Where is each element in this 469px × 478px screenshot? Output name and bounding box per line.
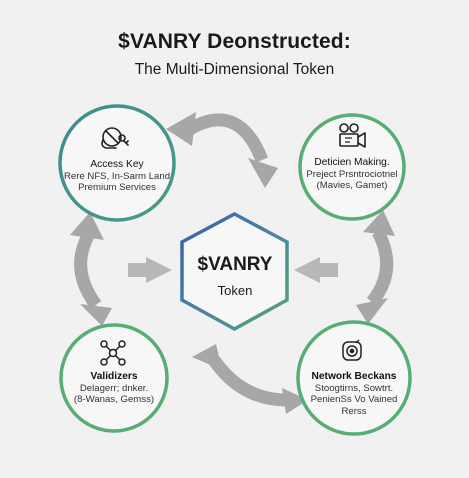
node-desc: (Mavies, Gamet)	[316, 180, 388, 191]
node-title: Deticien Making.	[314, 157, 390, 168]
arrowhead-bottom-right	[282, 388, 308, 414]
left-pointer-head	[146, 257, 172, 283]
node-desc: Rere NFS, In-Sarm Land	[63, 170, 171, 182]
node-desc: Stoogtirns, Sowtrt.	[314, 382, 394, 394]
shield-camera-icon	[342, 339, 362, 361]
arrow-right	[366, 228, 394, 307]
page-subtitle: The Multi-Dimensional Token	[134, 61, 335, 78]
node-validators: Validizers Delagerr; dnker. (8-Wanas, Ge…	[56, 371, 172, 406]
arrowhead-right-up	[363, 210, 395, 236]
node-circle-top-left	[58, 104, 176, 222]
node-circle-bottom-right	[296, 320, 412, 436]
center-token-type: Token	[217, 283, 253, 298]
arrowhead-left-down	[80, 304, 112, 326]
key-helmet-icon	[101, 127, 129, 149]
node-desc: Premium Services	[78, 182, 156, 193]
page-title: $VANRY Deonstructed:	[118, 30, 351, 53]
node-desc: Delagerr; dnker.	[79, 382, 149, 394]
node-desc: Preject Prsntrociotnel	[306, 168, 398, 180]
node-circle-bottom-left	[59, 323, 169, 433]
node-decision-making: Deticien Making. Preject Prsntrociotnel …	[292, 157, 412, 192]
right-pointer-stem	[320, 263, 338, 277]
center-token-label: $VANRY Token	[185, 254, 285, 298]
video-camera-icon	[339, 123, 366, 148]
node-title: Access Key	[90, 159, 144, 170]
arrow-heads	[70, 112, 395, 414]
arrowhead-bottom-left	[192, 344, 222, 370]
node-network-backbone: Network Beckans Stoogtirns, Sowtrt. Peni…	[296, 371, 412, 417]
node-access-key: Access Key Rere NFS, In-Sarm Land Premiu…	[57, 159, 177, 194]
node-title: Validizers	[90, 371, 138, 382]
node-desc: PenienSs Vo Vained	[310, 394, 398, 405]
center-hexagon	[180, 212, 289, 331]
network-nodes-icon	[100, 340, 126, 366]
center-token-name: $VANRY	[197, 254, 273, 275]
arrowhead-top-left	[166, 112, 196, 146]
node-title: Network Beckans	[311, 371, 397, 382]
right-pointer-head	[294, 257, 320, 283]
node-desc: Rerss	[341, 405, 367, 417]
arrow-bottom	[208, 356, 293, 407]
node-desc: (8-Wanas, Gemss)	[73, 394, 155, 405]
arrowhead-left-up	[70, 212, 104, 240]
arrowhead-top-right	[248, 158, 278, 188]
left-pointer-stem	[128, 263, 146, 277]
arrow-left	[74, 232, 102, 309]
node-circle-top-right	[298, 113, 406, 221]
arrowhead-right-down	[356, 298, 388, 324]
